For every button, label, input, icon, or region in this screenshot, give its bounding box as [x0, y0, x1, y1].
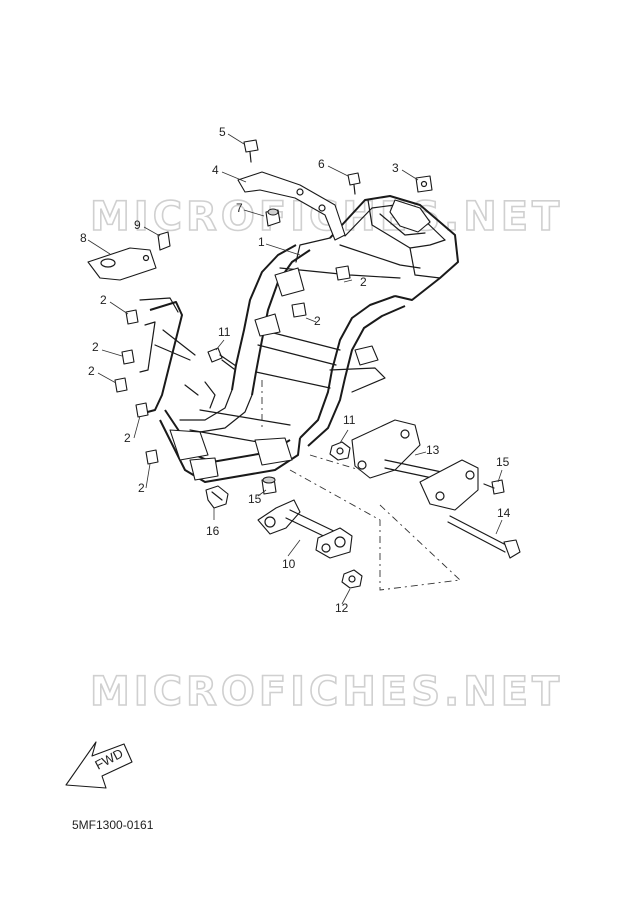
callout-6: 7 [236, 201, 243, 215]
guide-line-3 [379, 504, 461, 581]
fwd-arrow-icon: FWD [65, 741, 133, 789]
rear-bracket-part-4[interactable] [237, 171, 346, 241]
callout-11-lower: 12 [335, 601, 349, 615]
bolt-part-14[interactable] [483, 479, 505, 495]
nut-part-2-g[interactable] [291, 302, 307, 318]
watermark-bottom: MICROFICHES.NET [90, 669, 563, 715]
callout-7: 8 [80, 231, 87, 245]
callout-11-upper: 11 [343, 413, 356, 427]
callout-2-right-lower: 2 [314, 314, 321, 328]
nut-part-2-c[interactable] [114, 377, 128, 393]
bolt-part-10[interactable] [207, 347, 237, 370]
main-frame[interactable] [139, 195, 459, 483]
callout-12: 13 [426, 443, 440, 457]
callout-1: 1 [258, 235, 265, 249]
callout-5-upper: 5 [219, 125, 226, 139]
clip-part-16[interactable] [205, 485, 229, 509]
callout-4: 4 [212, 163, 219, 177]
callout-2-e: 2 [138, 481, 145, 495]
callout-9: 10 [282, 557, 296, 571]
nut-part-11-upper[interactable] [329, 441, 351, 461]
callout-2-c: 2 [88, 364, 95, 378]
callout-3: 3 [392, 161, 399, 175]
nut-part-2-d[interactable] [135, 402, 149, 418]
callout-10: 11 [218, 325, 231, 339]
nut-part-2-e[interactable] [145, 449, 159, 465]
nut-part-2-b[interactable] [121, 349, 135, 365]
guide-line-2 [289, 469, 461, 591]
bolt-part-5-right[interactable] [347, 172, 361, 195]
bolt-part-5-upper[interactable] [243, 139, 259, 163]
callout-13: 14 [497, 506, 511, 520]
damper-part-6[interactable] [265, 208, 281, 227]
figure-code: 5MF1300-0161 [72, 818, 154, 832]
nut-part-2-a[interactable] [125, 309, 139, 325]
bracket-part-7[interactable] [87, 247, 157, 281]
callout-2-b: 2 [92, 340, 99, 354]
callout-8: 9 [134, 218, 141, 232]
nut-part-2-f[interactable] [335, 265, 351, 281]
nut-part-8[interactable] [157, 231, 171, 251]
callout-15: 15 [248, 492, 262, 506]
callout-5-right: 6 [318, 157, 325, 171]
callout-14: 15 [496, 455, 510, 469]
callout-2-d: 2 [124, 431, 131, 445]
leader-lines [87, 133, 503, 605]
pivot-bracket-part-12[interactable] [351, 419, 479, 511]
engine-bracket-part-9[interactable] [257, 499, 353, 559]
callout-2-a: 2 [100, 293, 107, 307]
nut-part-3[interactable] [415, 175, 433, 193]
callout-16: 16 [206, 524, 220, 538]
callout-2-right-upper: 2 [360, 275, 367, 289]
nut-part-11-lower[interactable] [341, 569, 363, 589]
bolt-part-13[interactable] [447, 515, 521, 559]
